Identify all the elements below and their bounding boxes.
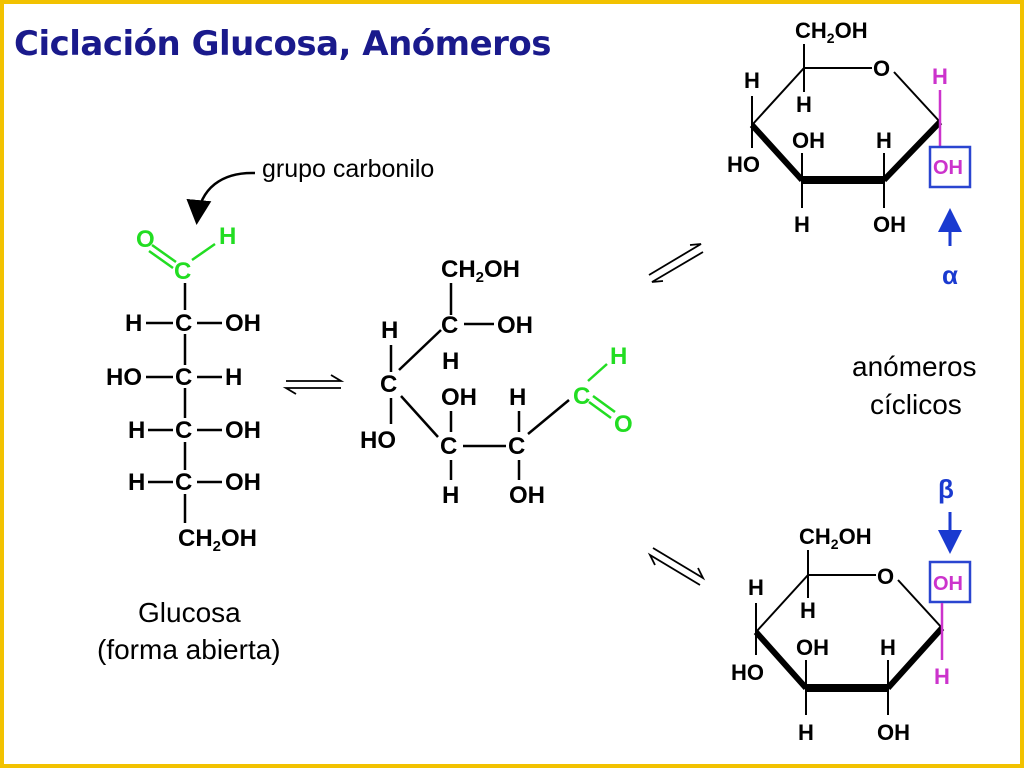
- equilibrium-arrow-1: [282, 374, 345, 395]
- c5: C: [175, 469, 192, 496]
- title-background: [8, 18, 556, 80]
- int-ch2oh: CH2OH: [441, 256, 520, 286]
- c2-h: H: [125, 310, 142, 337]
- beta-c5-h: H: [800, 598, 816, 623]
- c3: C: [175, 364, 192, 391]
- aldehyde-carbon: C: [174, 258, 191, 285]
- int-c5-h: H: [442, 348, 459, 375]
- aldehyde-hydrogen: H: [219, 223, 236, 250]
- int-c2-oh: OH: [509, 482, 545, 509]
- int-c3-h: H: [442, 482, 459, 509]
- c2-oh: OH: [225, 310, 261, 337]
- alpha-c4-ho: HO: [727, 152, 760, 177]
- c2: C: [175, 310, 192, 337]
- int-c4-ho: HO: [360, 427, 396, 454]
- beta-anomer: β O CH2OH H H HO OH H H OH: [731, 474, 972, 745]
- alpha-label: α: [942, 260, 958, 290]
- int-c4: C: [380, 371, 397, 398]
- beta-oh-highlight-box: [928, 560, 972, 604]
- c5-h: H: [128, 469, 145, 496]
- c3-h: H: [225, 364, 242, 391]
- c6-ch2oh: CH2OH: [178, 525, 257, 555]
- c4-h: H: [128, 417, 145, 444]
- int-c5: C: [441, 312, 458, 339]
- alpha-c3-h: H: [794, 212, 810, 237]
- alpha-oh-highlight-box: [928, 145, 972, 189]
- alpha-c4-h: H: [744, 68, 760, 93]
- alpha-anomeric-oh: OH: [933, 157, 963, 179]
- beta-c4-ho: HO: [731, 660, 764, 685]
- alpha-c2-h: H: [876, 128, 892, 153]
- beta-anomeric-oh: OH: [933, 573, 963, 595]
- carbonyl-callout-arrow: [186, 171, 256, 225]
- int-c4-h: H: [381, 317, 398, 344]
- equilibrium-arrow-beta: [647, 547, 706, 586]
- alpha-c3-oh: OH: [792, 128, 825, 153]
- int-c3: C: [440, 433, 457, 460]
- open-form-subtitle: (forma abierta): [97, 634, 281, 665]
- folded-intermediate: CH2OH C OH H H C HO OH C H H C OH: [360, 256, 633, 509]
- c4-oh: OH: [225, 417, 261, 444]
- beta-anomeric-h: H: [934, 664, 950, 689]
- beta-c2-h: H: [880, 635, 896, 660]
- beta-c2-oh: OH: [877, 720, 910, 745]
- carbonyl-oxygen: O: [136, 226, 155, 253]
- alpha-ch2oh: CH2OH: [795, 18, 868, 46]
- c5-oh: OH: [225, 469, 261, 496]
- open-form-name: Glucosa: [138, 597, 241, 628]
- alpha-c2-oh: OH: [873, 212, 906, 237]
- alpha-anomeric-h: H: [932, 64, 948, 89]
- slide-title: Ciclación Glucosa, Anómeros: [14, 24, 552, 64]
- int-aldehyde-o: O: [614, 411, 633, 438]
- beta-ring-oxygen: O: [877, 564, 894, 589]
- c4: C: [175, 417, 192, 444]
- alpha-c5-h: H: [796, 92, 812, 117]
- open-chain-glucose: O C H H C OH HO C H H C O: [106, 223, 261, 555]
- anomers-label-line1: anómeros: [852, 351, 977, 382]
- int-c2-h: H: [509, 384, 526, 411]
- anomers-label-line2: cíclicos: [870, 389, 962, 420]
- int-c2: C: [508, 433, 525, 460]
- int-aldehyde-h: H: [610, 343, 627, 370]
- beta-ch2oh: CH2OH: [799, 524, 872, 552]
- int-c3-oh: OH: [441, 384, 477, 411]
- int-aldehyde-carbon: C: [573, 383, 590, 410]
- c3-ho: HO: [106, 364, 142, 391]
- int-c5-oh: OH: [497, 312, 533, 339]
- equilibrium-arrow-alpha: [648, 243, 704, 283]
- beta-c3-oh: OH: [796, 635, 829, 660]
- beta-label: β: [938, 474, 954, 504]
- carbonyl-group-label: grupo carbonilo: [262, 155, 434, 183]
- alpha-anomer: O CH2OH H H HO OH H H OH H: [727, 18, 972, 290]
- alpha-ring-oxygen: O: [873, 56, 890, 81]
- beta-c3-h: H: [798, 720, 814, 745]
- beta-c4-h: H: [748, 575, 764, 600]
